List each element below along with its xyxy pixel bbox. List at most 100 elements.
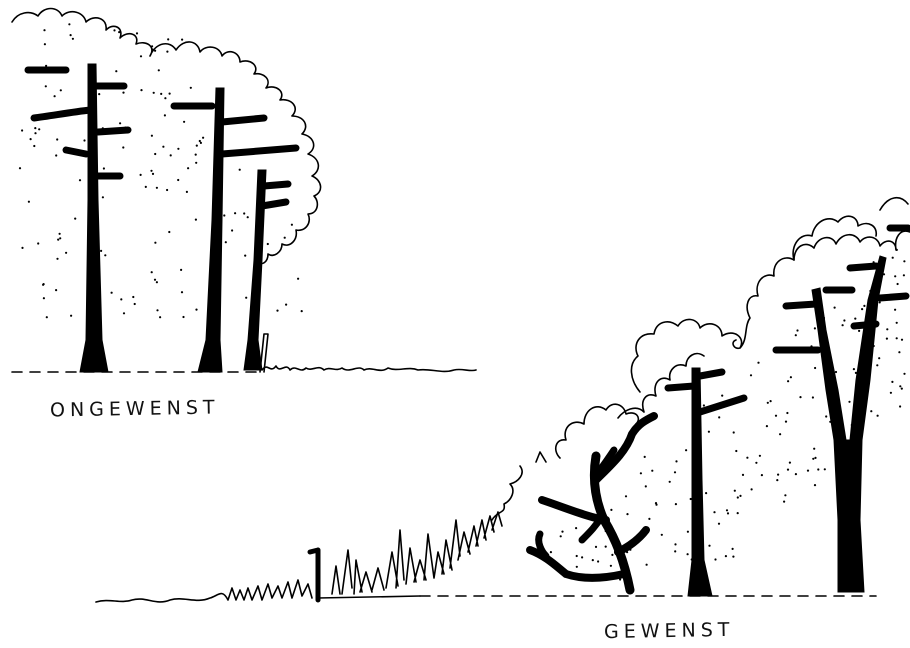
stipple-dot [861,308,863,310]
stipple-dot [56,138,58,140]
stipple-dot [140,174,142,176]
stipple-dot [196,145,198,147]
stipple-dot [33,145,35,147]
gradual-middle-tree-branch [700,372,722,376]
stipple-dot [592,559,594,561]
stipple-dot [835,371,837,373]
stipple-dot [37,242,39,244]
abrupt-tree-2-branch [222,118,264,122]
stipple-dot [775,415,777,417]
stipple-dot [795,473,797,475]
stipple-dot [44,43,46,45]
stipple-dot [799,396,801,398]
stipple-dot [21,129,23,131]
stipple-dot [70,34,72,36]
stipple-dot [151,135,153,137]
stipple-dot [878,357,880,359]
stipple-dot [225,241,227,243]
stipple-dot [54,95,56,97]
stipple-dot [891,381,893,383]
stipple-dot [159,316,161,318]
stipple-dot [611,554,613,556]
stipple-dot [610,565,612,567]
stipple-dot [750,374,752,376]
stipple-dot [152,173,154,175]
stipple-dot [103,167,105,169]
stipple-dot [721,395,723,397]
stipple-dot [169,93,171,95]
stipple-dot [111,292,113,294]
abrupt-tree-3-branch [262,202,286,206]
stipple-dot [790,376,792,378]
stipple-dot [284,237,286,239]
stipple-dot [742,474,744,476]
stipple-dot [735,450,737,452]
stipple-dot [170,154,172,156]
gradual-middle-tree-trunk [688,368,712,596]
stipple-dot [814,327,816,329]
stipple-dot [164,97,166,99]
stipple-dot [122,92,124,94]
stipple-dot [151,45,153,47]
stipple-dot [674,543,676,545]
caption-desired: GEWENST [604,619,735,643]
stipple-dot [550,551,552,553]
stipple-dot [115,70,117,72]
stipple-dot [755,462,757,464]
stipple-dot [807,470,809,472]
stipple-dot [65,252,67,254]
stipple-dot [581,556,583,558]
gradual-big-tree-branch [850,266,876,268]
stipple-dot [136,32,138,34]
stipple-dot [150,170,152,172]
stipple-dot [177,148,179,150]
stipple-dot [576,555,578,557]
stipple-dot [199,140,201,142]
stipple-dot [200,142,202,144]
stipple-dot [901,339,903,341]
stipple-dot [901,388,903,390]
stipple-dot [234,212,236,214]
stipple-dot [789,462,791,464]
stipple-dot [727,512,729,514]
stipple-dot [177,179,179,181]
stipple-dot [57,239,59,241]
gradual-shrub-branch [596,416,654,480]
stipple-dot [180,269,182,271]
stipple-dot [34,132,36,134]
abrupt-tree-2-branch [222,148,296,154]
stipple-dot [30,138,32,140]
stipple-dot [154,153,156,155]
stipple-dot [113,29,115,31]
stipple-dot [575,527,577,529]
abrupt-tree-3-branch [264,184,288,186]
stipple-dot [297,278,299,280]
gradual-shrub-branch [539,534,546,556]
stipple-dot [703,404,705,406]
stipple-dot [814,484,816,486]
gradual-big-tree-branch [786,304,816,306]
stipple-dot [38,128,40,130]
stipple-dot [674,471,676,473]
stipple-dot [787,380,789,382]
stipple-dot [55,154,57,156]
stipple-dot [813,448,815,450]
stipple-dot [55,289,57,291]
stipple-dot [690,498,692,500]
stipple-dot [776,479,778,481]
stipple-dot [892,257,894,259]
stipple-dot [899,405,901,407]
stipple-dot [767,402,769,404]
caption-undesired: ONGEWENST [50,397,220,422]
stipple-dot [181,39,183,41]
stipple-dot [595,546,597,548]
stipple-dot [899,385,901,387]
stipple-dot [183,121,185,123]
stipple-dot [28,201,30,203]
stipple-dot [708,431,710,433]
stipple-dot [903,260,905,262]
stipple-dot [770,400,772,402]
stipple-dot [737,512,739,514]
stipple-dot [119,122,121,124]
